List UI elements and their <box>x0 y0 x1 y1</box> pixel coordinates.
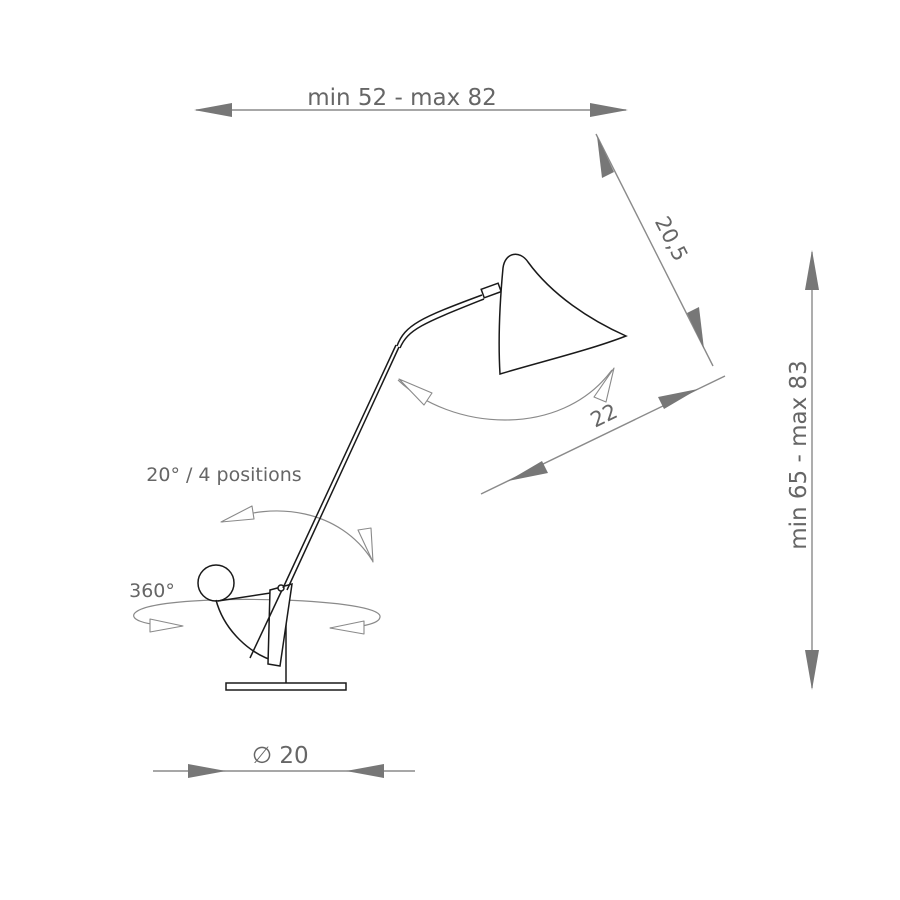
lamp-base <box>225 682 347 691</box>
width-arrow-left <box>194 103 232 117</box>
base-dimension: ∅ 20 <box>153 743 415 778</box>
base-diameter-symbol: ∅ <box>252 743 272 769</box>
shade-arrow-bottom <box>687 307 704 349</box>
pivot-bracket <box>267 582 293 667</box>
arm-tilt-arrow-left <box>220 505 255 523</box>
rotation-indicator: 360° <box>129 580 381 635</box>
rotation-label: 360° <box>129 580 175 602</box>
height-label: min 65 - max 83 <box>786 360 812 550</box>
rotation-arrow-left <box>149 618 184 633</box>
upper-arm-edge <box>399 298 485 349</box>
main-arm-edge <box>286 346 400 591</box>
upper-arm <box>396 294 483 347</box>
pivot-brace <box>249 589 283 659</box>
shade-tilt-arrow-left <box>398 378 433 406</box>
width-arrow-right <box>590 103 628 117</box>
lamp-shade <box>498 253 628 375</box>
shade-tilt-arrow-right <box>593 367 615 403</box>
pivot-joint <box>277 584 285 592</box>
arm-tilt-arrow-right <box>357 527 374 563</box>
base-arrow-left <box>188 764 226 778</box>
arm-tilt-indicator: 20° / 4 positions <box>146 464 374 563</box>
height-arrow-bottom <box>805 650 819 690</box>
shade-label: 20,5 <box>650 213 693 266</box>
reach-arrow-right <box>658 389 698 409</box>
shade-arrow-top <box>597 136 614 178</box>
height-arrow-top <box>805 250 819 290</box>
base-label: 20 <box>279 743 308 769</box>
base-arrow-right <box>346 764 384 778</box>
shade-connector <box>480 282 503 299</box>
rotation-arrow-right <box>329 620 365 635</box>
height-dimension: min 65 - max 83 <box>786 250 819 690</box>
width-label: min 52 - max 82 <box>307 85 497 111</box>
shade-tilt-indicator <box>397 367 615 421</box>
main-arm <box>282 344 397 589</box>
reach-label: 22 <box>587 399 622 432</box>
tilt-label: 20° / 4 positions <box>146 464 301 486</box>
lamp-drawing <box>197 253 628 691</box>
counterweight-ball <box>197 564 235 602</box>
width-dimension: min 52 - max 82 <box>194 85 628 117</box>
reach-arrow-left <box>508 461 548 481</box>
